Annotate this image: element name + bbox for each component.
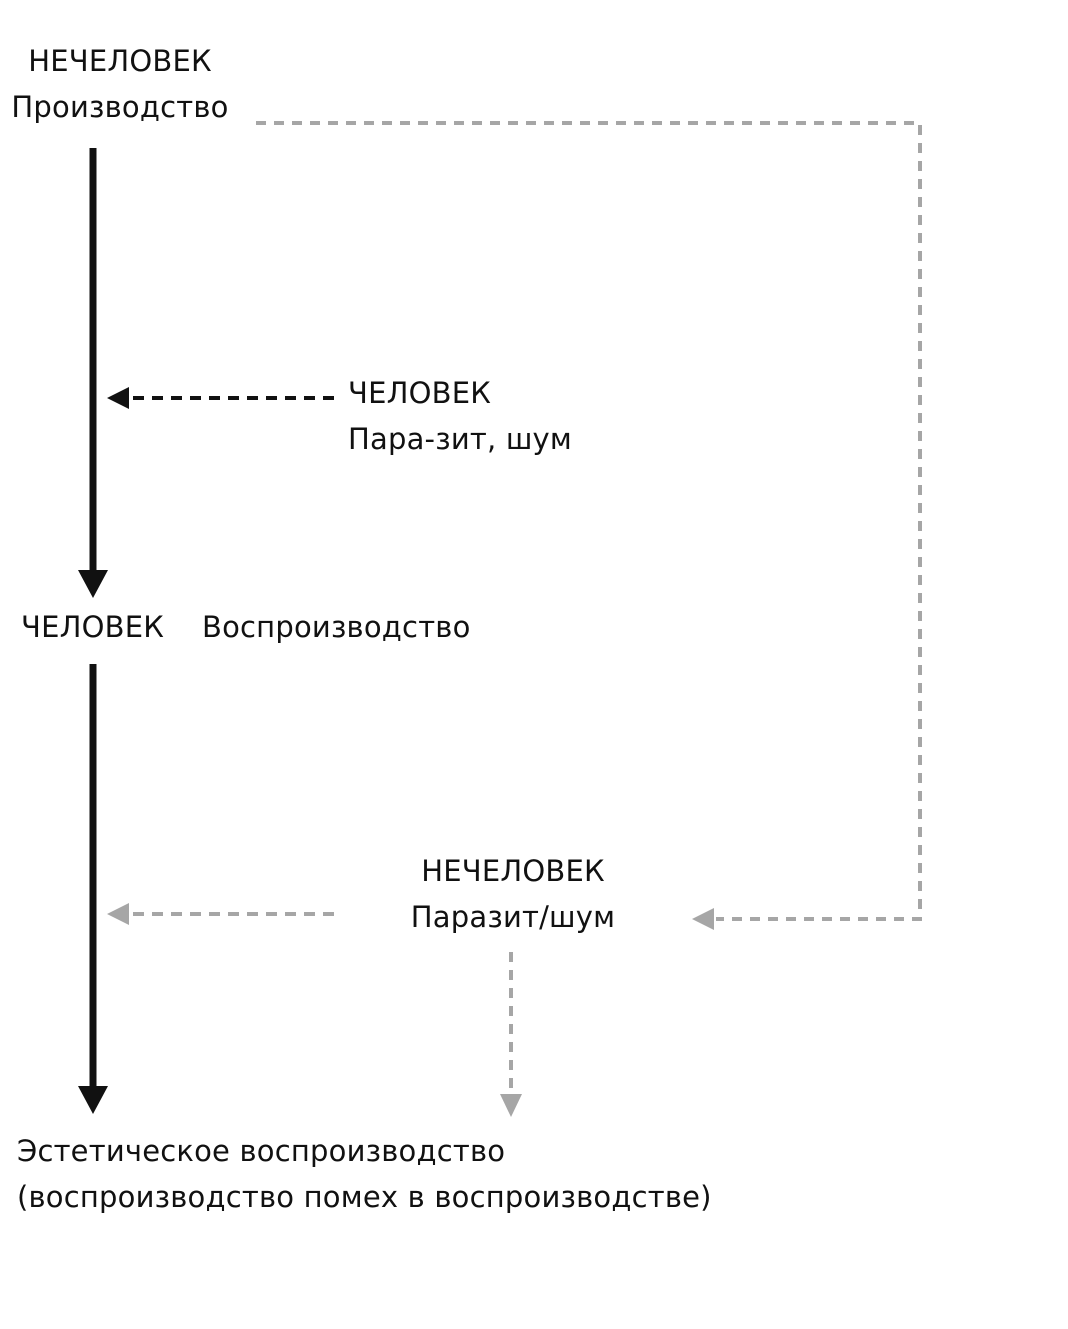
dashed-arrow-nonhuman-parasite-to-main [107, 903, 334, 925]
dashed-arrow-human-parasite [107, 387, 334, 409]
node-bottom-line1: Эстетическое воспроизводство [17, 1134, 506, 1168]
node-parasite-nonhuman-line2: Паразит/шум [410, 900, 616, 934]
node-middle-right: Воспроизводство [202, 610, 471, 644]
node-parasite-human-line2: Пара-зит, шум [348, 422, 572, 456]
node-parasite-nonhuman: НЕЧЕЛОВЕК Паразит/шум [383, 848, 643, 940]
node-top-line1: НЕЧЕЛОВЕК [28, 44, 212, 78]
node-parasite-nonhuman-line1: НЕЧЕЛОВЕК [421, 854, 605, 888]
dashed-loop-production-to-nonhuman-parasite [256, 121, 922, 930]
node-bottom: Эстетическое воспроизводство (воспроизво… [17, 1128, 712, 1220]
node-top-line2: Производство [11, 90, 229, 124]
node-bottom-line2: (воспроизводство помех в воспроизводстве… [17, 1180, 712, 1214]
solid-arrow-production-to-reproduction [78, 148, 108, 598]
node-middle-left: ЧЕЛОВЕК [21, 610, 165, 644]
dashed-arrow-nonhuman-parasite-down [500, 952, 522, 1117]
node-parasite-human: ЧЕЛОВЕК Пара-зит, шум [348, 370, 572, 462]
solid-arrow-reproduction-to-aesthetic [78, 664, 108, 1114]
node-top: НЕЧЕЛОВЕК Производство [0, 38, 240, 130]
node-parasite-human-line1: ЧЕЛОВЕК [348, 376, 492, 410]
